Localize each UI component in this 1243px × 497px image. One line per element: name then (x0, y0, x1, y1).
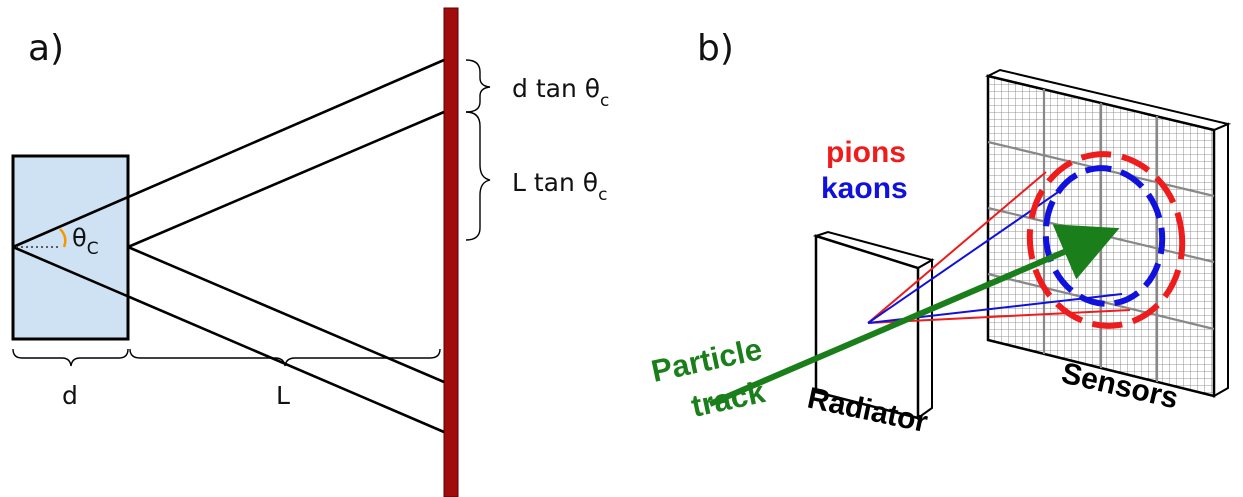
detector-screen (443, 7, 459, 497)
sensor-plane-side (1213, 122, 1229, 398)
radiator-front (814, 234, 920, 420)
cherenkov-rays (12, 58, 445, 434)
kaon-ring (1042, 165, 1166, 307)
brace-top-label: d tan θc (512, 74, 609, 111)
particle-track-arrow (708, 224, 1120, 407)
brace-top (465, 59, 491, 113)
dim-brace-L (129, 348, 441, 367)
theta-arc (59, 228, 67, 248)
legend-kaons: kaons (821, 172, 908, 205)
panel-a-label: a) (28, 28, 64, 69)
radiator-block (11, 154, 130, 341)
pion-ring (1026, 151, 1186, 329)
brace-bottom-label: L tan θc (512, 168, 607, 205)
panel-b-label: b) (697, 28, 734, 69)
theta-label: θC (72, 224, 99, 259)
theta-subscript: C (87, 239, 99, 259)
dim-d-label: d (62, 381, 78, 410)
dim-L-label: L (276, 381, 290, 410)
track-label-line2: track (688, 374, 769, 424)
legend-pions: pions (826, 136, 906, 169)
panel-a: a) θC d tan θc L tan θc d L (11, 7, 609, 497)
brace-bottom (465, 111, 491, 241)
panel-b: b) pions (648, 28, 1232, 439)
dim-brace-d (12, 348, 129, 367)
